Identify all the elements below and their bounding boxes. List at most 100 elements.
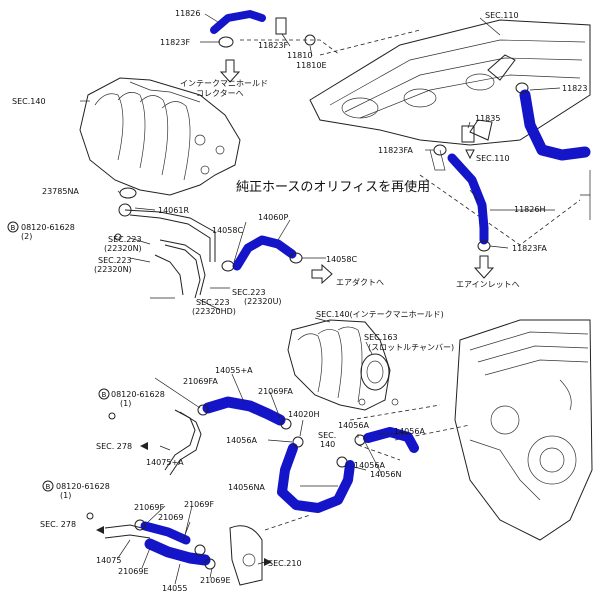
label-bolt-mid: 08120-61628 xyxy=(111,390,165,399)
label-bolt-bot: 08120-61628 xyxy=(56,482,110,491)
label-sec223-a2: (22320N) xyxy=(104,244,142,253)
bolt-b-letter: B xyxy=(11,224,16,232)
label-14056A: 14056A xyxy=(338,421,369,430)
engine-block-bottom xyxy=(454,319,593,541)
label-sec223-c: SEC.223 xyxy=(232,288,266,297)
label-bolt-mid-qty: (1) xyxy=(120,399,131,408)
clamp-icon xyxy=(336,456,348,468)
bolt-b-letter: B xyxy=(102,391,107,399)
label-air-inlet: エアインレットへ xyxy=(456,280,520,289)
clamp-icon xyxy=(221,260,235,272)
label-14075: 14075 xyxy=(96,556,121,565)
label-21069F: 21069F xyxy=(134,503,164,512)
label-14056A: 14056A xyxy=(394,427,425,436)
label-sec278-a: SEC. 278 xyxy=(96,442,132,451)
label-11835: 11835 xyxy=(475,114,500,123)
fitting-11835-icon xyxy=(461,125,475,143)
label-sec223-d: SEC.223 xyxy=(196,298,230,307)
part-labels: 11826 11823F 11823F 11810 11810E SEC.110… xyxy=(12,9,587,593)
label-bolt-bot-qty: (1) xyxy=(60,491,71,500)
label-sec223-b2: (22320N) xyxy=(94,265,132,274)
label-sec140-mid: SEC. xyxy=(318,431,336,440)
arrow-right-icon xyxy=(264,558,272,566)
clamp-icon xyxy=(134,519,146,531)
label-21069F: 21069F xyxy=(184,500,214,509)
label-23785NA: 23785NA xyxy=(42,187,79,196)
hose-14056NA xyxy=(277,443,355,513)
clamp-icon xyxy=(204,558,216,570)
engine-top-dash xyxy=(319,29,421,56)
hose-11826H xyxy=(447,153,489,245)
clamp-icon xyxy=(280,418,292,430)
hose-11826 xyxy=(210,10,266,34)
hoses xyxy=(140,10,591,566)
arrow-down-icon xyxy=(219,59,241,83)
label-14055: 14055 xyxy=(162,584,187,593)
label-11823FA: 11823FA xyxy=(378,146,413,155)
label-11823F: 11823F xyxy=(160,38,190,47)
fitting-11810-icon xyxy=(275,17,287,35)
label-14058C: 14058C xyxy=(326,255,357,264)
label-11823FA: 11823FA xyxy=(512,244,547,253)
label-14056A: 14056A xyxy=(354,461,385,470)
label-14056NA: 14056NA xyxy=(228,483,265,492)
hose-14060P xyxy=(232,235,297,271)
label-sec140-top: SEC.140 xyxy=(12,97,46,106)
bolt-b-circle-icon xyxy=(98,388,110,400)
bolt-b-circle-icon xyxy=(42,480,54,492)
label-bolt-top: 08120-61628 xyxy=(21,223,75,232)
label-sec110-top: SEC.110 xyxy=(485,11,519,20)
label-14058C: 14058C xyxy=(212,226,243,235)
hose-14055A xyxy=(202,396,286,426)
label-14060P: 14060P xyxy=(258,213,288,222)
label-11810: 11810 xyxy=(287,51,312,60)
hose-14055 xyxy=(144,538,211,566)
clamp-icon xyxy=(292,436,304,448)
label-21069E: 21069E xyxy=(200,576,231,585)
label-intake-collector-1: インテークマニホールド xyxy=(180,79,268,88)
bolt-icon xyxy=(86,512,94,520)
label-sec163: SEC.163 xyxy=(364,333,398,342)
label-sec278-b: SEC. 278 xyxy=(40,520,76,529)
metal-pipes xyxy=(104,209,263,586)
label-14055A: 14055+A xyxy=(215,366,253,375)
label-throttle: (スロットルチャンバー) xyxy=(368,343,454,352)
arrow-left-icon xyxy=(96,526,104,534)
hose-14056N xyxy=(363,427,419,453)
label-sec210: SEC.210 xyxy=(268,559,302,568)
fitting-14061R-icon xyxy=(118,203,132,217)
label-11826: 11826 xyxy=(175,9,200,18)
label-bolt-top-qty: (2) xyxy=(21,232,32,241)
label-sec140-bottom: SEC.140(インテークマニホールド) xyxy=(316,310,444,319)
bolt-icon xyxy=(114,233,122,241)
label-sec223-b: SEC.223 xyxy=(98,256,132,265)
label-sec110-mid: SEC.110 xyxy=(476,154,510,163)
arrows xyxy=(86,59,495,566)
intake-manifold-bottom xyxy=(287,319,399,411)
assembly-dash-lines xyxy=(240,39,581,531)
gasket-23785NA-icon xyxy=(119,187,137,199)
clamp-icon xyxy=(354,434,366,446)
label-21069: 21069 xyxy=(158,513,183,522)
label-14075A: 14075+A xyxy=(146,458,184,467)
fitting-11810E-icon xyxy=(304,34,316,46)
hose-11823-upper-right xyxy=(519,89,591,161)
label-21069FA: 21069FA xyxy=(258,387,293,396)
orifice-reuse-callout: 純正ホースのオリフィスを再使用 xyxy=(236,179,430,195)
clamp-icon xyxy=(515,82,529,94)
clamp-icon xyxy=(218,36,234,48)
arrow-left-icon xyxy=(140,442,148,450)
label-14056A: 14056A xyxy=(226,436,257,445)
label-14056N: 14056N xyxy=(370,470,401,479)
bolt-b-circle-icon xyxy=(7,221,19,233)
clamp-icon xyxy=(194,544,206,556)
label-intake-collector-2: コレクターへ xyxy=(196,89,244,98)
engine-head-top xyxy=(309,19,591,171)
arrow-right-icon xyxy=(311,263,333,285)
label-11823F: 11823F xyxy=(258,41,288,50)
label-11826H: 11826H xyxy=(514,205,545,214)
bolt-b-circles: B B B xyxy=(7,221,110,492)
label-21069E: 21069E xyxy=(118,567,149,576)
label-sec223-d2: (22320HD) xyxy=(192,307,236,316)
